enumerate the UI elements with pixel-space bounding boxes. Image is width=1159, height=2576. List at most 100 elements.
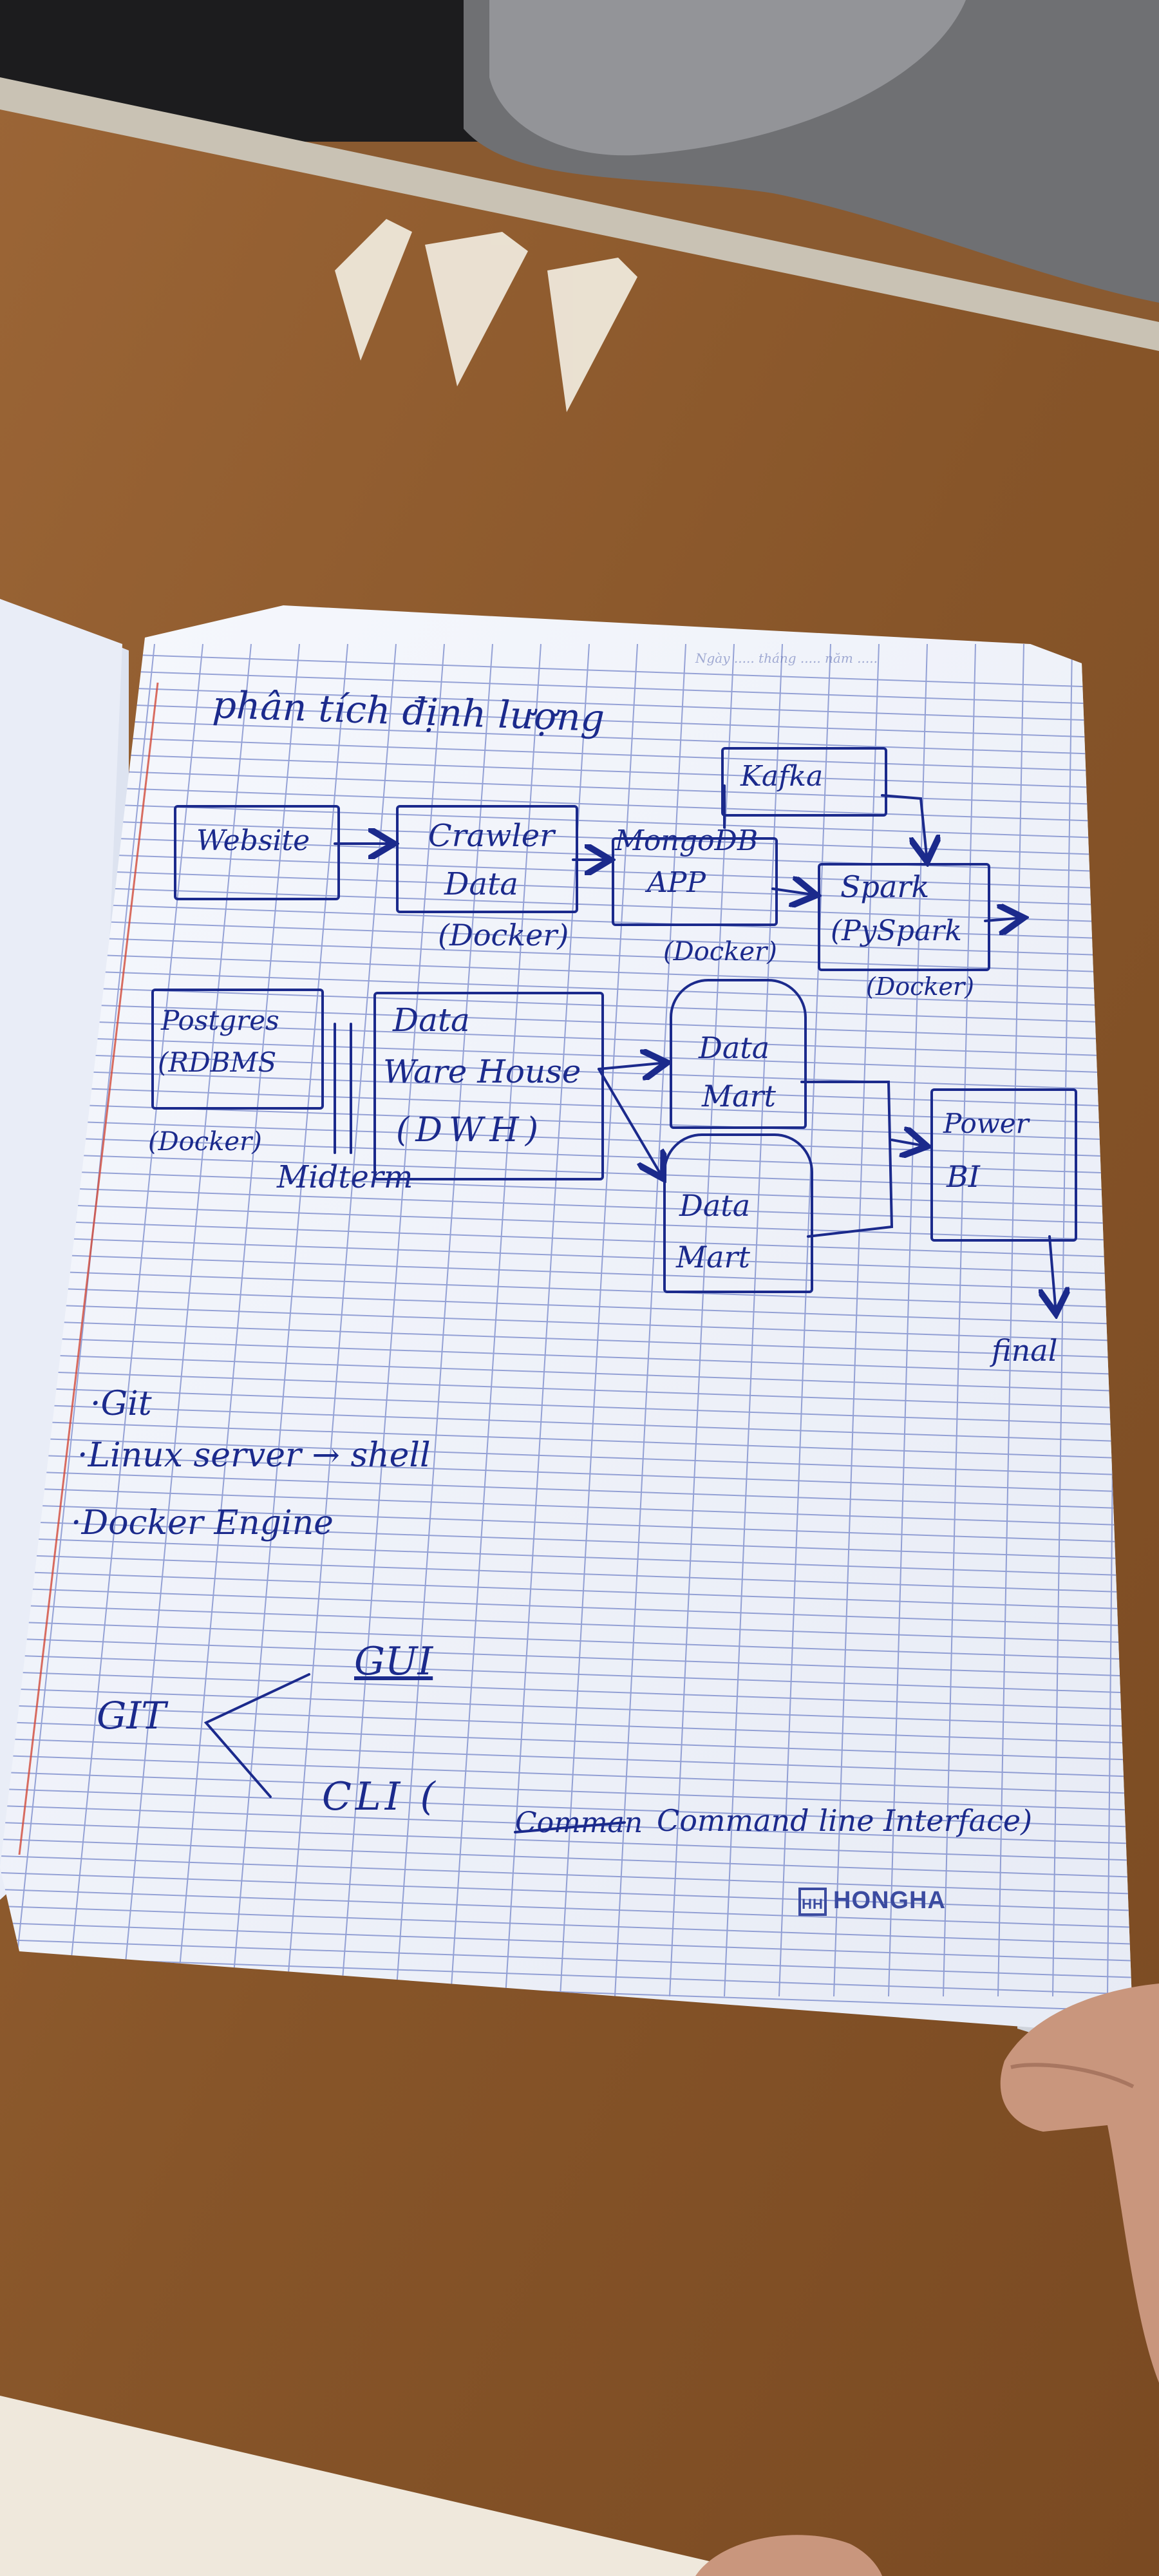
grid-hline	[0, 1320, 1133, 1359]
grid-hline	[0, 667, 1133, 706]
arrow-kafka-spark	[881, 794, 927, 862]
bottom-paper	[0, 2396, 773, 2576]
grid-hline	[0, 1437, 1133, 1477]
hand-bottom	[695, 2535, 882, 2576]
grid-hline	[0, 1889, 1133, 1929]
mongodb-label-2: APP	[647, 866, 706, 899]
arrow-mongodb-spark	[771, 889, 816, 895]
light-reflection	[335, 219, 637, 412]
grid-hline	[0, 1454, 1133, 1493]
crawler-label-2: Data	[444, 866, 519, 902]
data-mart-2-label-2: Mart	[676, 1240, 750, 1274]
date-header: Ngày ..... tháng ..... năm .....	[695, 650, 878, 666]
grid-hline	[0, 1705, 1133, 1745]
grid-hline	[0, 1370, 1133, 1410]
cli-struck: Comman	[515, 1806, 643, 1839]
note-docker: ·Docker Engine	[71, 1504, 334, 1542]
grid-hline	[0, 650, 1133, 690]
website-label: Website	[196, 824, 310, 857]
grid-hline	[0, 1387, 1133, 1426]
grid-hline	[0, 1772, 1133, 1812]
grid-vline	[724, 643, 783, 1997]
brand-icon: HH	[798, 1887, 827, 1916]
grid-hline	[0, 1721, 1133, 1761]
grid-hline	[0, 1353, 1133, 1393]
grid-hline	[0, 1822, 1133, 1862]
grid-hline	[0, 683, 1133, 723]
cli-strike	[514, 1821, 626, 1833]
note-linux: ·Linux server → shell	[77, 1436, 431, 1475]
data-mart-1-label-2: Mart	[702, 1079, 776, 1113]
arrow-marts-powerbi	[800, 1081, 927, 1238]
spark-label-1: Spark	[840, 869, 930, 904]
grid-hline	[0, 1604, 1133, 1644]
arrow-dwh-mart1	[598, 1063, 667, 1069]
grid-hline	[0, 1403, 1133, 1443]
cli-label: CLI (	[322, 1774, 439, 1819]
grid-hline	[0, 1922, 1133, 1962]
grid-hline	[0, 1186, 1133, 1226]
grid-hline	[0, 1286, 1133, 1326]
grid-hline	[0, 1520, 1133, 1560]
grid-hline	[0, 1571, 1133, 1611]
margin-line	[18, 682, 159, 1855]
grid-hline	[0, 717, 1133, 757]
grid-hline	[0, 700, 1133, 740]
arrow-powerbi-final	[1050, 1235, 1056, 1314]
grid-vline	[943, 643, 976, 1997]
power-bi-label-1: Power	[943, 1108, 1029, 1139]
desk-edge	[0, 77, 1159, 351]
grid-hline	[0, 1755, 1133, 1795]
grid-hline	[0, 968, 1133, 1008]
grid-hline	[0, 1068, 1133, 1108]
grid-vline	[122, 643, 252, 1997]
grid-hline	[0, 1688, 1133, 1728]
data-mart-2	[663, 1133, 813, 1293]
spark-docker: (Docker)	[866, 972, 974, 1001]
grid-hline	[0, 1336, 1133, 1376]
arrow-dwh-mart2	[598, 1068, 663, 1179]
gui-label: GUI	[354, 1639, 433, 1684]
grid-hline	[0, 1654, 1133, 1694]
grid-hline	[0, 1621, 1133, 1661]
grid-hline	[0, 1487, 1133, 1527]
cli-rest: Command line Interface)	[657, 1803, 1033, 1838]
grid-hline	[0, 1906, 1133, 1946]
grid-hline	[0, 1202, 1133, 1242]
kafka-box	[721, 747, 887, 817]
spark-box	[818, 863, 990, 971]
grid-hline	[0, 1872, 1133, 1912]
mongodb-label-1: MongoDB	[615, 824, 759, 857]
midterm-label: Midterm	[277, 1159, 413, 1195]
grid-hline	[0, 767, 1133, 807]
grid-hline	[0, 1119, 1133, 1159]
grid-hline	[0, 1788, 1133, 1828]
spark-label-2: (PySpark	[831, 914, 962, 947]
dwh-label-3: (DWH)	[396, 1111, 545, 1150]
grid-hline	[0, 1537, 1133, 1577]
grid-vline	[778, 643, 831, 1997]
grid-hline	[0, 1470, 1133, 1510]
note-git: ·Git	[90, 1385, 152, 1423]
grid-vline	[231, 643, 348, 1997]
grid-hline	[0, 1135, 1133, 1175]
grid-vline	[614, 643, 686, 1997]
grid-hline	[0, 934, 1133, 974]
grid-hline	[0, 800, 1133, 840]
grid-vline	[12, 643, 155, 1997]
arrow-spark-out	[984, 918, 1024, 921]
postgres-box	[151, 989, 324, 1110]
grid-hline	[0, 1303, 1133, 1343]
grid-hline	[0, 951, 1133, 991]
grid-hline	[0, 1956, 1133, 1996]
grid-vline	[176, 643, 300, 1997]
grid-hline	[0, 1587, 1133, 1627]
grid-hline	[0, 1671, 1133, 1711]
hand-right	[1000, 1984, 1159, 2383]
grid-hline	[0, 1169, 1133, 1209]
grid-hline	[0, 1839, 1133, 1879]
